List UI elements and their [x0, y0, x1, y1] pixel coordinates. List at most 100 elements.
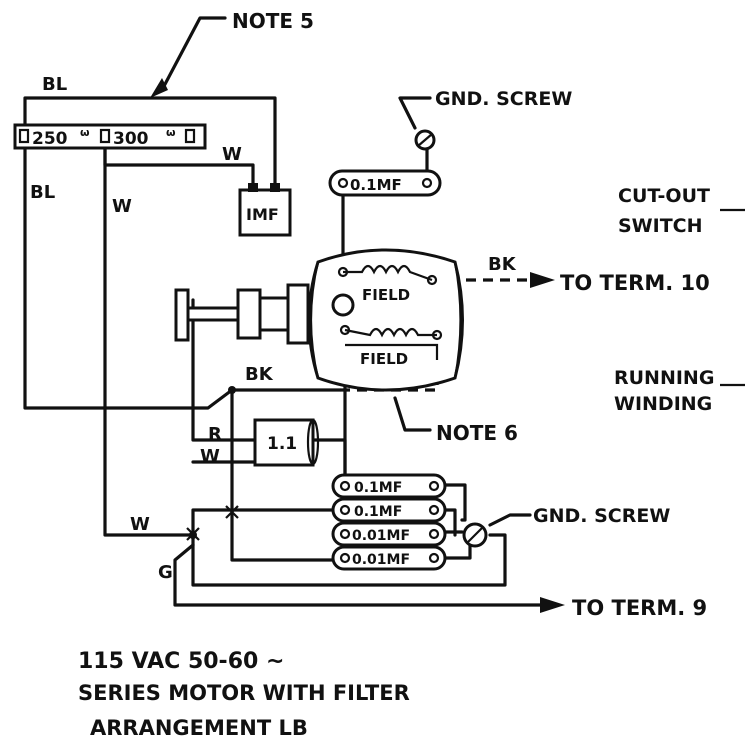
wire-g-term9 [173, 543, 542, 607]
caption-line2: SERIES MOTOR WITH FILTER [78, 681, 410, 705]
wire-label-g: G [158, 562, 173, 583]
field-coil-top [343, 264, 433, 282]
resistor-tab [18, 128, 30, 144]
terminal-dot [339, 528, 351, 540]
wire-label-bk-right: BK [488, 254, 517, 275]
resistor-left-value: 250 [32, 129, 68, 149]
wire-label-w-bottom: W [130, 514, 150, 535]
field-lead [345, 343, 439, 360]
running-label-1: RUNNING [614, 367, 714, 389]
capacitor-motor-label: 1.1 [267, 434, 297, 454]
resistor-tab [184, 128, 196, 144]
terminal-dot [428, 504, 440, 516]
junction-dot [228, 386, 236, 394]
note5-label: NOTE 5 [232, 9, 314, 33]
terminal-dot [339, 552, 351, 564]
terminal-dot [428, 528, 440, 540]
field-top-label: FIELD [362, 286, 410, 304]
stack-cap-4-label: 0.01MF [352, 552, 410, 568]
capacitor-top-body [328, 169, 442, 197]
terminal-dot [339, 480, 351, 492]
note5-arrow-head [150, 78, 168, 98]
wire-bl-left [23, 146, 234, 410]
shaft-rod [186, 306, 240, 322]
wire-label-bk-mid: BK [245, 364, 274, 385]
motor-hub [331, 293, 355, 317]
terminal-dot [428, 552, 440, 564]
wire-gnd-frame [191, 508, 507, 587]
resistor-tab [99, 128, 111, 144]
motor: FIELD FIELD [307, 248, 464, 392]
ground-screw-top [414, 129, 436, 151]
screw-slot [417, 133, 433, 147]
terminal-dot [421, 177, 433, 189]
wire-label-bl-top: BL [42, 74, 67, 95]
wire-label-w-left: W [112, 196, 132, 217]
crossover-mark [225, 505, 239, 519]
note6-leader [393, 396, 432, 432]
capacitor-motor-body [253, 418, 315, 467]
field-bottom-label: FIELD [360, 350, 408, 368]
wire-w-left [103, 146, 192, 537]
shaft-plate [174, 288, 190, 342]
screw-slot [466, 526, 484, 544]
motor-edge [309, 261, 320, 379]
term9-label: TO TERM. 9 [572, 596, 707, 620]
capacitor-stack: 0.1MF 0.1MF 0.01MF 0.01MF [331, 473, 447, 571]
resistor-right-value: 300 [113, 129, 149, 149]
terminal-dot [339, 504, 351, 516]
note6-label: NOTE 6 [436, 421, 518, 445]
terminal-dot [428, 480, 440, 492]
stack-cap-1 [331, 473, 447, 499]
capacitor-terminal [248, 183, 258, 192]
wires [23, 96, 542, 607]
shaft-bearing [258, 296, 290, 332]
capacitor-top-label: 0.1MF [350, 176, 402, 194]
field-coil-bottom [344, 327, 437, 338]
stack-cap-3 [331, 521, 447, 547]
stack-cap-2 [331, 497, 447, 523]
wire-label-w-cap: W [222, 144, 242, 165]
wire-label-bl-left: BL [30, 182, 55, 203]
running-label-2: WINDING [614, 393, 712, 415]
wire-r [191, 316, 257, 442]
wire-bk-down [230, 388, 342, 562]
wire-stack-right4 [438, 543, 472, 560]
gnd-top-leader [398, 96, 432, 130]
capacitor-top: 0.1MF [328, 169, 442, 197]
capacitor-end [306, 418, 320, 466]
ground-screw-bottom [462, 522, 488, 548]
shaft-flange [286, 283, 310, 345]
wire-stack-right1 [438, 483, 467, 522]
arrow-term9 [540, 597, 565, 613]
stack-cap-4 [331, 545, 447, 571]
resistor-right-unit: ω [166, 126, 176, 139]
motor-edge [453, 261, 462, 379]
capacitor-imf-label: IMF [246, 205, 279, 224]
wire-label-w-mid: W [200, 446, 220, 467]
motor-terminal [426, 274, 438, 286]
shaft-collar [236, 288, 262, 340]
resistor-left-unit: ω [80, 126, 90, 139]
capacitor-motor: 1.1 [253, 418, 320, 467]
term10-label: TO TERM. 10 [560, 271, 710, 295]
resistor-block: 250 ω 300 ω [13, 123, 207, 150]
wire-label-r: R [208, 424, 222, 445]
shaft-assembly [174, 283, 310, 345]
gnd-screw-top-label: GND. SCREW [435, 88, 572, 110]
arrow-term10 [530, 272, 555, 288]
stack-cap-2-label: 0.1MF [354, 504, 402, 520]
capacitor-imf: IMF [238, 183, 292, 237]
caption-line3: ARRANGEMENT LB [90, 716, 308, 740]
gnd-bottom-leader [488, 513, 532, 527]
caption-line1: 115 VAC 50-60 ~ [78, 649, 284, 674]
capacitor-terminal [270, 183, 280, 192]
note5-leader [161, 16, 227, 90]
gnd-screw-bottom-label: GND. SCREW [533, 505, 670, 527]
stack-cap-1-label: 0.1MF [354, 480, 402, 496]
stack-cap-3-label: 0.01MF [352, 528, 410, 544]
junction-dot [189, 531, 197, 539]
capacitor-body [238, 188, 292, 237]
